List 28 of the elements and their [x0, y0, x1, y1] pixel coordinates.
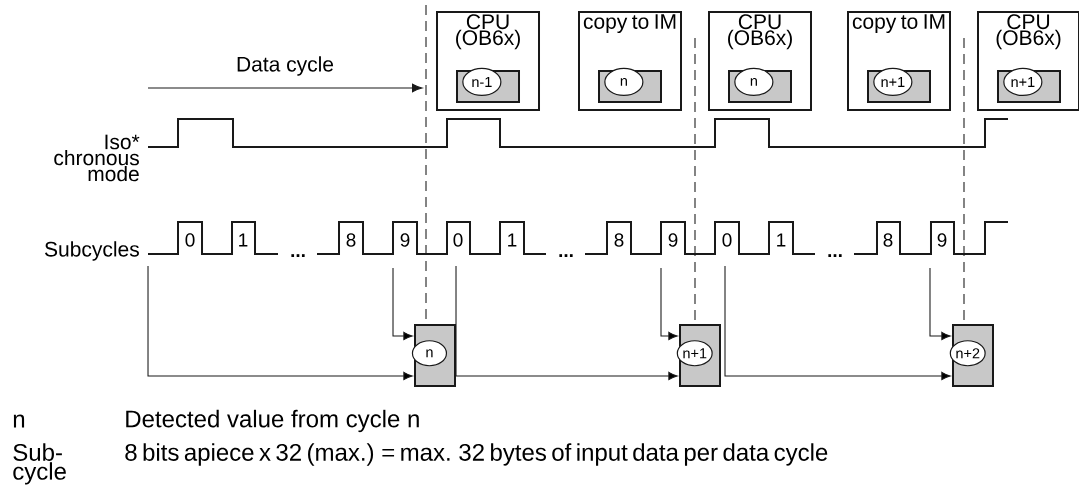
signal-name: Subcycles [45, 241, 139, 261]
pulse-number: 0 [453, 233, 463, 247]
legend-text: 8 bits apiece x 32 (max.) = max. 32 bytes of input data per data cycle [125, 443, 828, 466]
pulse-number: 1 [777, 233, 786, 247]
pulse-number: 9 [668, 233, 678, 247]
arrow [660, 267, 678, 341]
legend-key: Sub- cycle [13, 443, 66, 485]
pulse-number: 1 [239, 233, 248, 247]
pulse-number: 9 [400, 233, 410, 247]
ellipsis: ... [559, 254, 573, 257]
legend-text: Detected value from cycle n [126, 409, 419, 433]
pulse-number: 0 [185, 233, 195, 247]
pulse-number: 0 [722, 233, 732, 247]
signal-name: Iso* chronous mode [54, 134, 140, 182]
arrow [929, 267, 951, 341]
legend-key: n [13, 414, 25, 428]
arrow [724, 265, 951, 381]
arrow [455, 265, 678, 381]
ellipsis: ... [291, 254, 305, 257]
ellipsis: ... [828, 254, 842, 257]
arrow [147, 265, 413, 381]
cycle-label: Data cycle [237, 56, 334, 76]
pulse-number: 8 [346, 233, 356, 247]
pulse-number: 1 [508, 233, 517, 247]
pulse-number: 9 [937, 233, 947, 247]
pulse-number: 8 [883, 233, 893, 247]
arrow [392, 267, 413, 341]
pulse-number: 8 [614, 233, 624, 247]
